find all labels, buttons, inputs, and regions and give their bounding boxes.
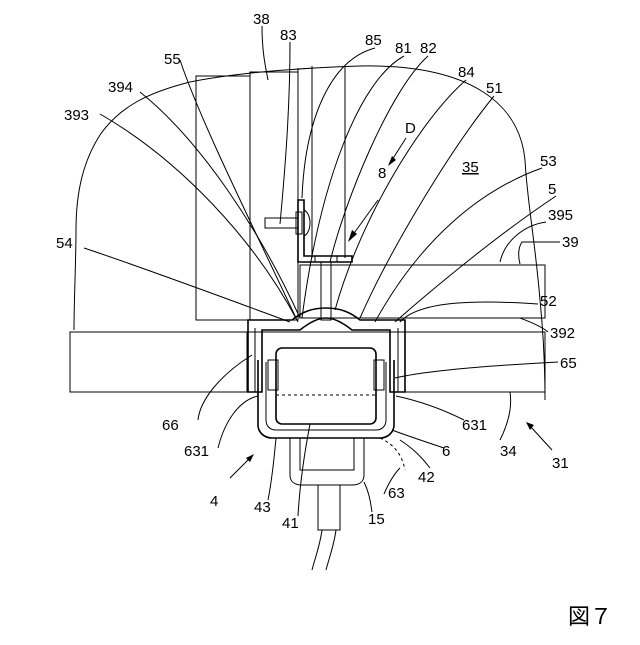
label-54: 54 xyxy=(56,235,73,252)
section-boundary xyxy=(74,66,545,400)
label-34: 34 xyxy=(500,443,517,460)
label-35: 35 xyxy=(462,159,479,176)
label-38: 38 xyxy=(253,11,270,28)
panel-34 xyxy=(70,332,545,392)
label-43: 43 xyxy=(254,499,271,516)
label-394: 394 xyxy=(108,79,133,96)
label-53: 53 xyxy=(540,153,557,170)
housing-5 xyxy=(248,308,405,392)
figure-caption: 図７ xyxy=(568,604,612,629)
label-85: 85 xyxy=(365,32,382,49)
label-63: 63 xyxy=(388,485,405,502)
label-15: 15 xyxy=(368,511,385,528)
label-52: 52 xyxy=(540,293,557,310)
label-66: 66 xyxy=(162,417,179,434)
label-8: 8 xyxy=(378,165,386,182)
leader-lines xyxy=(84,26,560,516)
label-42: 42 xyxy=(418,469,435,486)
label-84: 84 xyxy=(458,64,475,81)
label-81: 81 xyxy=(395,40,412,57)
connector-15 xyxy=(290,438,405,570)
label-395: 395 xyxy=(548,207,573,224)
label-631-left: 631 xyxy=(184,443,209,460)
arrow-8 xyxy=(348,200,378,242)
bracket-8 xyxy=(265,200,352,320)
label-5: 5 xyxy=(548,181,556,198)
label-82: 82 xyxy=(420,40,437,57)
label-392: 392 xyxy=(550,325,575,342)
label-51: 51 xyxy=(486,80,503,97)
beam-39 xyxy=(300,265,545,318)
label-6: 6 xyxy=(442,443,450,460)
label-83: 83 xyxy=(280,27,297,44)
arrow-4 xyxy=(230,454,254,478)
label-4: 4 xyxy=(210,493,218,510)
sensor-41 xyxy=(268,348,384,424)
label-41: 41 xyxy=(282,515,299,532)
label-65: 65 xyxy=(560,355,577,372)
label-631-right: 631 xyxy=(462,417,487,434)
label-55: 55 xyxy=(164,51,181,68)
wall-393 xyxy=(196,66,345,320)
label-31: 31 xyxy=(552,455,569,472)
arrow-31 xyxy=(526,422,552,450)
arrow-D xyxy=(388,138,406,166)
label-D: D xyxy=(405,120,416,137)
label-393: 393 xyxy=(64,107,89,124)
label-39: 39 xyxy=(562,234,579,251)
